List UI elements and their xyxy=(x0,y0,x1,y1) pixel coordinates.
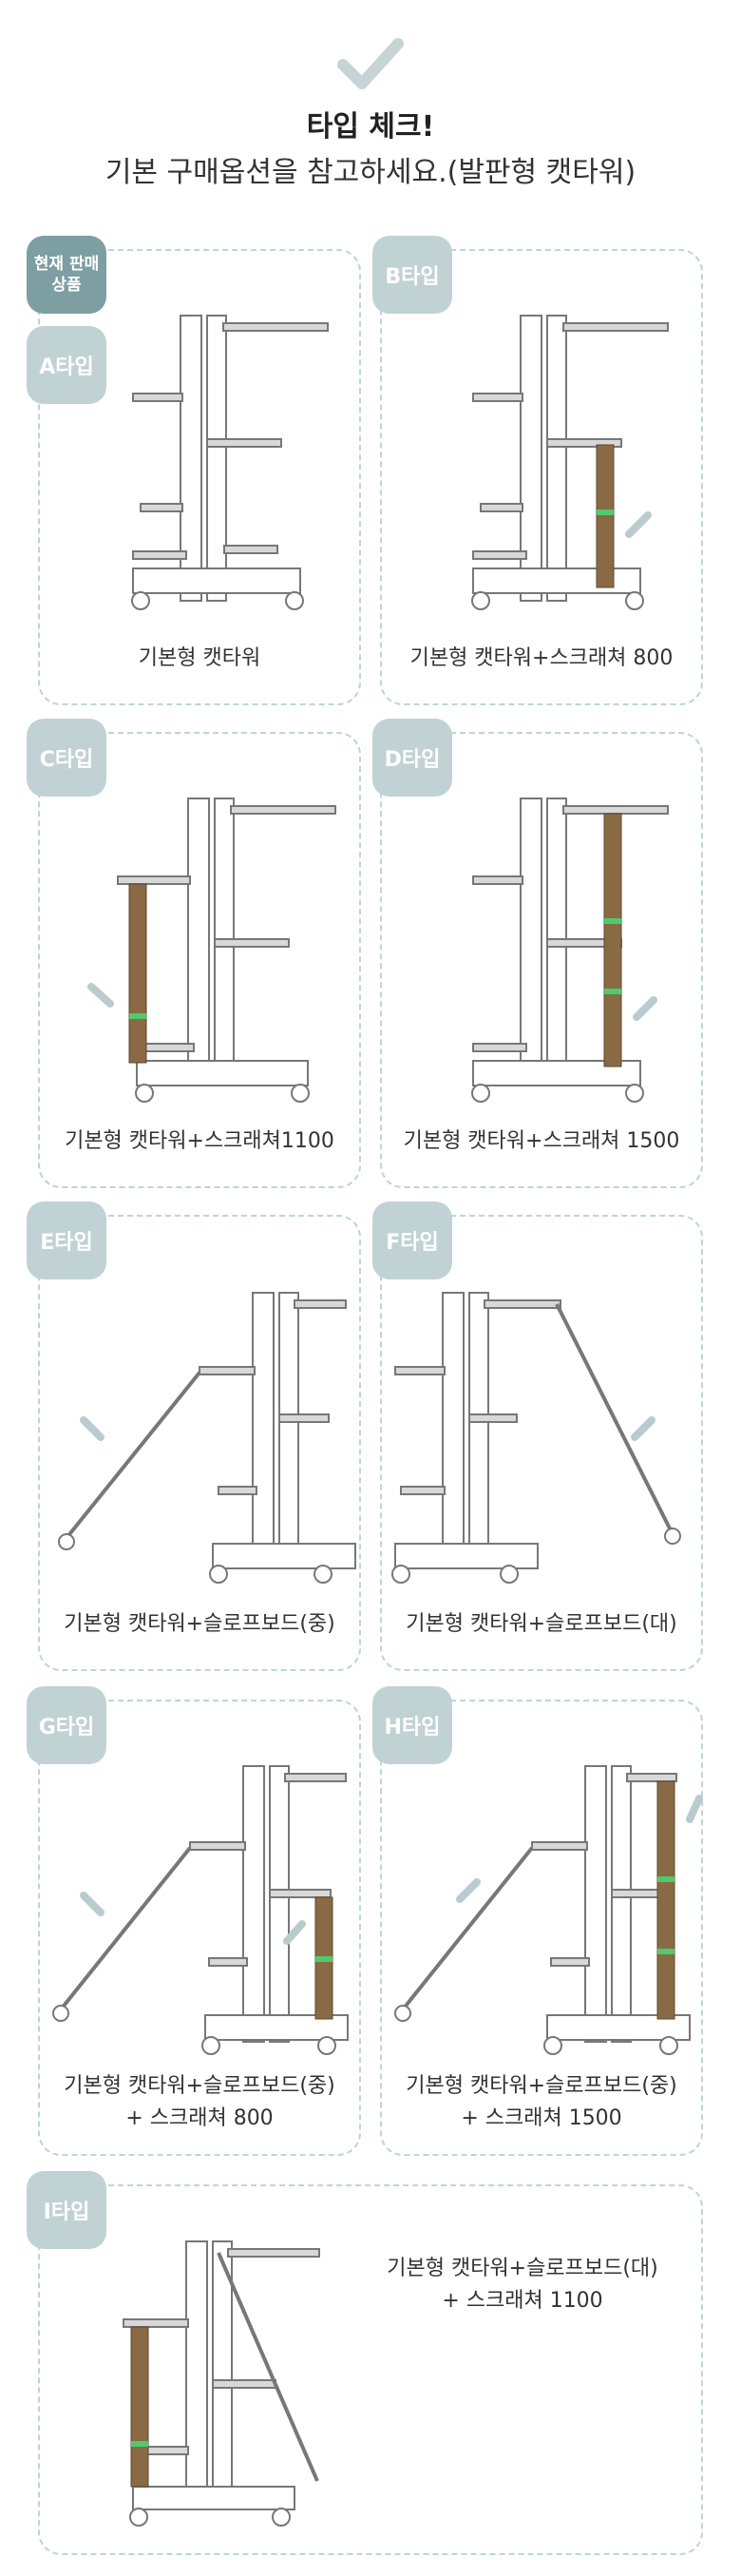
type-card-f[interactable] xyxy=(380,1215,703,1671)
cat-tower-illustration-h xyxy=(394,1765,703,2055)
type-caption-d: 기본형 캣타워+스크래쳐 1500 xyxy=(403,1129,680,1153)
type-badge-i: I타입 xyxy=(27,2171,106,2249)
type-caption-i-line2: + 스크래쳐 1100 xyxy=(442,2289,603,2313)
cat-tower-illustration-g xyxy=(52,1765,349,2055)
current-badge-line1: 현재 판매 xyxy=(33,255,100,274)
cat-tower-illustration-d xyxy=(471,798,669,1103)
type-caption-h: 기본형 캣타워+슬로프보드(중) + 스크래쳐 1500 xyxy=(380,2070,703,2135)
cat-tower-illustration-f xyxy=(391,1292,681,1584)
page-title: 타입 체크! xyxy=(306,110,435,144)
cat-tower-illustration-i xyxy=(123,2240,320,2527)
page-subtitle: 기본 구매옵션을 참고하세요.(발판형 캣타워) xyxy=(104,156,636,189)
type-badge-b: B타입 xyxy=(372,236,452,314)
type-badge-c: C타입 xyxy=(27,719,106,797)
type-caption-c: 기본형 캣타워+스크래쳐1100 xyxy=(65,1129,334,1153)
cat-tower-illustration-e xyxy=(58,1292,356,1584)
type-caption-g: 기본형 캣타워+슬로프보드(중) + 스크래쳐 800 xyxy=(38,2070,361,2135)
type-badge-f: F타입 xyxy=(372,1201,452,1279)
page-header: 타입 체크! 기본 구매옵션을 참고하세요.(발판형 캣타워) xyxy=(0,0,741,219)
type-card-e[interactable] xyxy=(38,1215,361,1671)
type-badge-d: D타입 xyxy=(372,719,452,797)
cat-tower-illustration-b xyxy=(471,315,669,610)
type-caption-g-line2: + 스크래쳐 800 xyxy=(125,2106,274,2130)
type-badge-a: A타입 xyxy=(27,326,106,404)
type-badge-e: E타입 xyxy=(27,1201,106,1279)
type-caption-b: 기본형 캣타워+스크래쳐 800 xyxy=(409,646,674,670)
cat-tower-illustration-c xyxy=(87,798,336,1103)
cat-tower-illustration-a xyxy=(131,315,329,610)
type-caption-h-line2: + 스크래쳐 1500 xyxy=(461,2106,622,2130)
type-caption-i: 기본형 캣타워+슬로프보드(대) + 스크래쳐 1100 xyxy=(361,2253,684,2317)
type-caption-a: 기본형 캣타워 xyxy=(138,646,261,670)
current-product-badge: 현재 판매 상품 xyxy=(27,236,106,314)
checkmark-icon xyxy=(337,38,404,89)
type-caption-e: 기본형 캣타워+슬로프보드(중) xyxy=(64,1612,335,1636)
current-badge-line2: 상품 xyxy=(51,276,82,295)
type-caption-f: 기본형 캣타워+슬로프보드(대) xyxy=(406,1612,677,1636)
type-badge-g: G타입 xyxy=(27,1686,106,1764)
type-caption-g-line1: 기본형 캣타워+슬로프보드(중) xyxy=(64,2074,335,2098)
type-caption-h-line1: 기본형 캣타워+슬로프보드(중) xyxy=(406,2074,677,2098)
type-badge-h: H타입 xyxy=(372,1686,452,1764)
type-caption-i-line1: 기본형 캣타워+슬로프보드(대) xyxy=(387,2257,658,2280)
